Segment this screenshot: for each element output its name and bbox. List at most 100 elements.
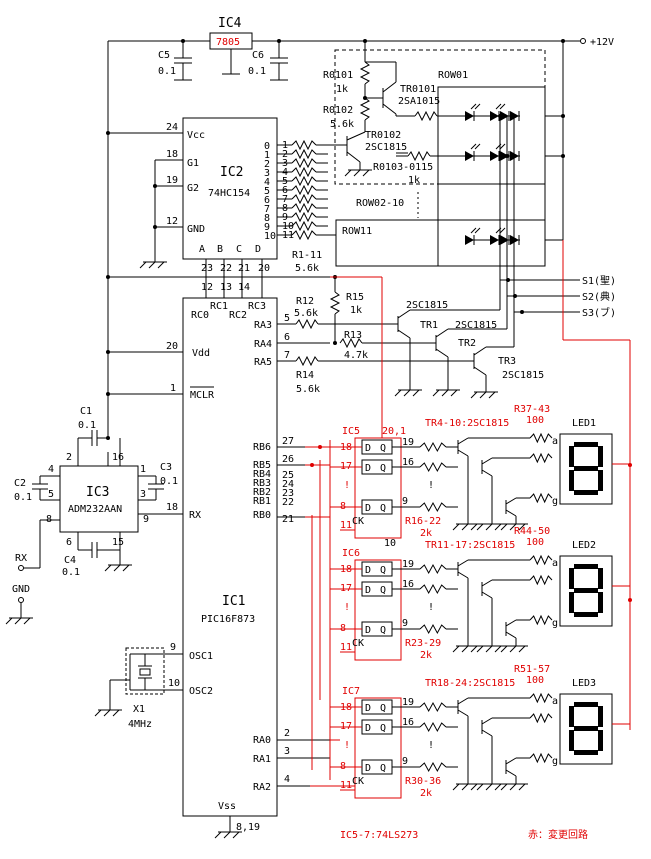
led-ray bbox=[470, 143, 477, 150]
ic3-name: IC3 bbox=[86, 485, 109, 500]
resistor bbox=[529, 452, 553, 464]
c1-value: 0.1 bbox=[78, 420, 96, 431]
ff-d: D bbox=[365, 763, 371, 774]
led-diode bbox=[500, 151, 509, 161]
ic1-num-ra3: 5 bbox=[284, 313, 290, 324]
ic1-num-osc1: 9 bbox=[170, 642, 176, 653]
resistor bbox=[529, 574, 553, 586]
tr-c bbox=[505, 497, 517, 505]
ic1-pin-rb3: RB3 bbox=[253, 478, 271, 489]
seg-c bbox=[598, 470, 603, 491]
ic1-num-rb0: 21 bbox=[282, 514, 294, 525]
tr-e bbox=[505, 769, 517, 777]
ground-hatch bbox=[476, 645, 484, 653]
latch-body bbox=[354, 437, 402, 539]
tr-e bbox=[505, 631, 517, 639]
row02-label: ROW02-10 bbox=[356, 198, 404, 209]
r0103-value: 1k bbox=[408, 175, 420, 186]
seg-c bbox=[598, 592, 603, 613]
ic2-pin-b: B bbox=[217, 244, 223, 255]
ic2-num-g2: 19 bbox=[166, 175, 178, 186]
lpin: 19 bbox=[402, 437, 414, 448]
ic2-output-label: 3 bbox=[264, 168, 270, 179]
ic1-pin-ra1: RA1 bbox=[253, 754, 271, 765]
ff-d: D bbox=[365, 443, 371, 454]
ic3-pin-16: 16 bbox=[112, 452, 124, 463]
latch-r2: R23-29 bbox=[405, 638, 441, 649]
ff-d: D bbox=[365, 585, 371, 596]
resistor bbox=[419, 721, 447, 733]
lpin: 8 bbox=[340, 623, 346, 634]
ground-hatch bbox=[518, 783, 526, 791]
ff-q: Q bbox=[380, 625, 386, 636]
ff-q: Q bbox=[380, 723, 386, 734]
ic4-name: IC4 bbox=[218, 16, 242, 31]
latch-r2: R30-36 bbox=[405, 776, 441, 787]
switch-drivers: R12 5.6k R15 1k R13 4.7k R14 5.6k TR1 2S… bbox=[294, 275, 544, 399]
tr-c bbox=[505, 757, 517, 765]
ground-hatch bbox=[485, 645, 493, 653]
r15-label: R15 bbox=[346, 292, 364, 303]
ff-q: Q bbox=[380, 585, 386, 596]
resistor bbox=[291, 139, 317, 151]
r15-value: 1k bbox=[350, 305, 362, 316]
r0103-label: R0103-0115 bbox=[373, 162, 433, 173]
ground-hatch bbox=[494, 783, 502, 791]
ic1-pin-rc3: RC3 bbox=[248, 301, 266, 312]
lpin: 11 bbox=[340, 520, 352, 531]
lpin: ! bbox=[344, 740, 350, 751]
ic2-output-label: 4 bbox=[264, 177, 270, 188]
lpin: 18 bbox=[340, 564, 352, 575]
s2-label: S2(典) bbox=[582, 290, 616, 303]
led-ray bbox=[474, 227, 481, 234]
tr-c bbox=[505, 619, 517, 627]
ic1-num-rb5: 26 bbox=[282, 454, 294, 465]
led-diode bbox=[490, 111, 499, 121]
ic1-pin-ra0: RA0 bbox=[253, 735, 271, 746]
seg-d bbox=[574, 490, 598, 495]
ground-hatch bbox=[500, 523, 508, 531]
xtal-name: X1 bbox=[133, 704, 145, 715]
ff-q: Q bbox=[380, 503, 386, 514]
ground-hatch bbox=[452, 645, 460, 653]
ff-d: D bbox=[365, 723, 371, 734]
ground-hatch bbox=[494, 645, 502, 653]
tr2-label: TR2 bbox=[458, 338, 476, 349]
resistor bbox=[291, 184, 317, 196]
ic1-pin-vdd: Vdd bbox=[192, 348, 210, 359]
top-capacitors: C5 0.1 C6 0.1 bbox=[158, 41, 288, 81]
gnd-label: GND bbox=[12, 584, 30, 595]
row01-label: ROW01 bbox=[438, 70, 468, 81]
r12-label: R12 bbox=[296, 296, 314, 307]
lpin: ! bbox=[428, 740, 434, 751]
ic2-pin-a: A bbox=[199, 244, 205, 255]
tr1-label: TR1 bbox=[420, 320, 438, 331]
ground-hatch bbox=[461, 783, 469, 791]
seg-g bbox=[574, 466, 598, 471]
ic2-output-label: 0 bbox=[264, 141, 270, 152]
ic1-num-vdd: 20 bbox=[166, 341, 178, 352]
seg-label-g: g bbox=[552, 618, 558, 629]
r14-label: R14 bbox=[296, 370, 314, 381]
latch-r2v: 2k bbox=[420, 788, 432, 799]
c3-value: 0.1 bbox=[160, 476, 178, 487]
c3-label: C3 bbox=[160, 462, 172, 473]
ic1-num-ra1: 3 bbox=[284, 746, 290, 757]
ff-d: D bbox=[365, 503, 371, 514]
ic3-pin-15: 15 bbox=[112, 537, 124, 548]
resistor bbox=[419, 701, 447, 713]
ic3-pin-rc3: 14 bbox=[238, 282, 250, 293]
ic2-output-label: 8 bbox=[264, 213, 270, 224]
ground-hatch bbox=[518, 523, 526, 531]
tr-e bbox=[481, 729, 493, 737]
ic1-part: PIC16F873 bbox=[201, 614, 255, 625]
resistor bbox=[291, 175, 317, 187]
seg-label-g: g bbox=[552, 496, 558, 507]
tr2-part: 2SC1815 bbox=[455, 320, 497, 331]
tr-c bbox=[481, 579, 493, 587]
resistor bbox=[291, 211, 317, 223]
led-label: LED1 bbox=[572, 418, 596, 429]
r0102-label: R0102 bbox=[323, 105, 353, 116]
